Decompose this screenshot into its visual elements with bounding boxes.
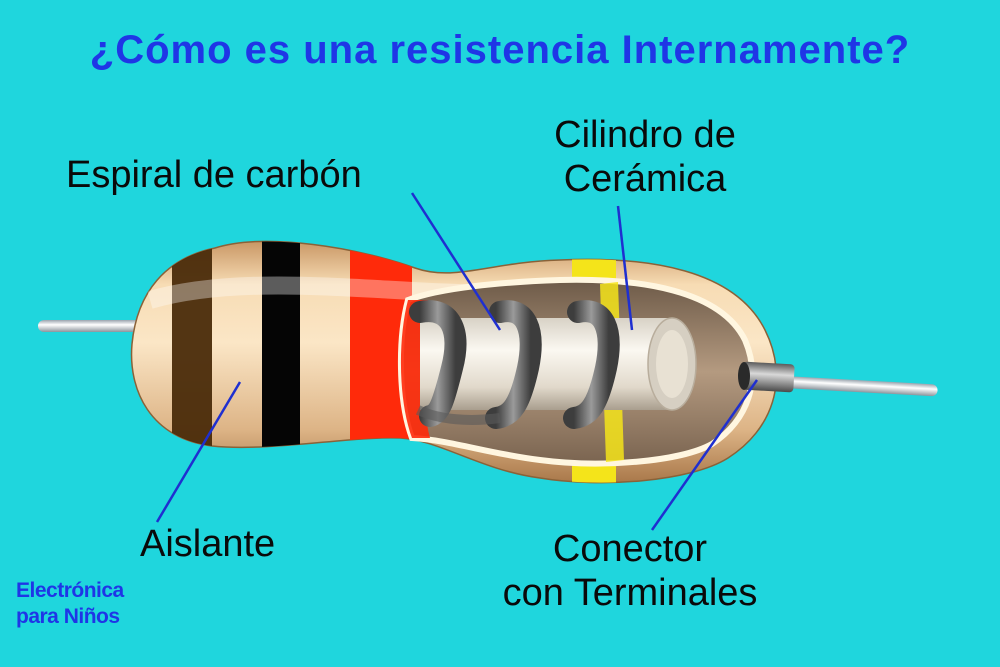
label-terminal-connector: Conector con Terminales bbox=[455, 527, 805, 615]
band-red bbox=[350, 241, 412, 470]
brand-watermark: Electrónica para Niños bbox=[16, 578, 124, 630]
label-ceramic-cylinder-line2: Cerámica bbox=[563, 158, 727, 200]
pointer-aislante bbox=[155, 381, 242, 523]
band-black bbox=[262, 241, 300, 470]
label-carbon-spiral: Espiral de carbón bbox=[66, 154, 362, 196]
label-ceramic-cylinder: Cilindro de Cerámica bbox=[515, 113, 775, 201]
band-brown-1 bbox=[172, 241, 212, 470]
terminal-connector bbox=[738, 361, 795, 393]
carbon-spiral bbox=[409, 300, 620, 429]
pointer-espiral bbox=[410, 192, 502, 331]
brand-line1: Electrónica bbox=[16, 579, 124, 602]
left-lead-wire bbox=[38, 320, 148, 332]
label-terminal-connector-line1: Conector bbox=[552, 528, 708, 570]
diagram-title: ¿Cómo es una resistencia Internamente? bbox=[89, 28, 911, 72]
label-ceramic-cylinder-line1: Cilindro de bbox=[554, 114, 736, 156]
pointer-cilindro bbox=[616, 205, 634, 331]
brand-line2: para Niños bbox=[16, 605, 120, 628]
label-terminal-connector-line2: con Terminales bbox=[502, 572, 758, 614]
label-insulator: Aislante bbox=[140, 523, 276, 565]
pointer-conector bbox=[650, 379, 759, 531]
